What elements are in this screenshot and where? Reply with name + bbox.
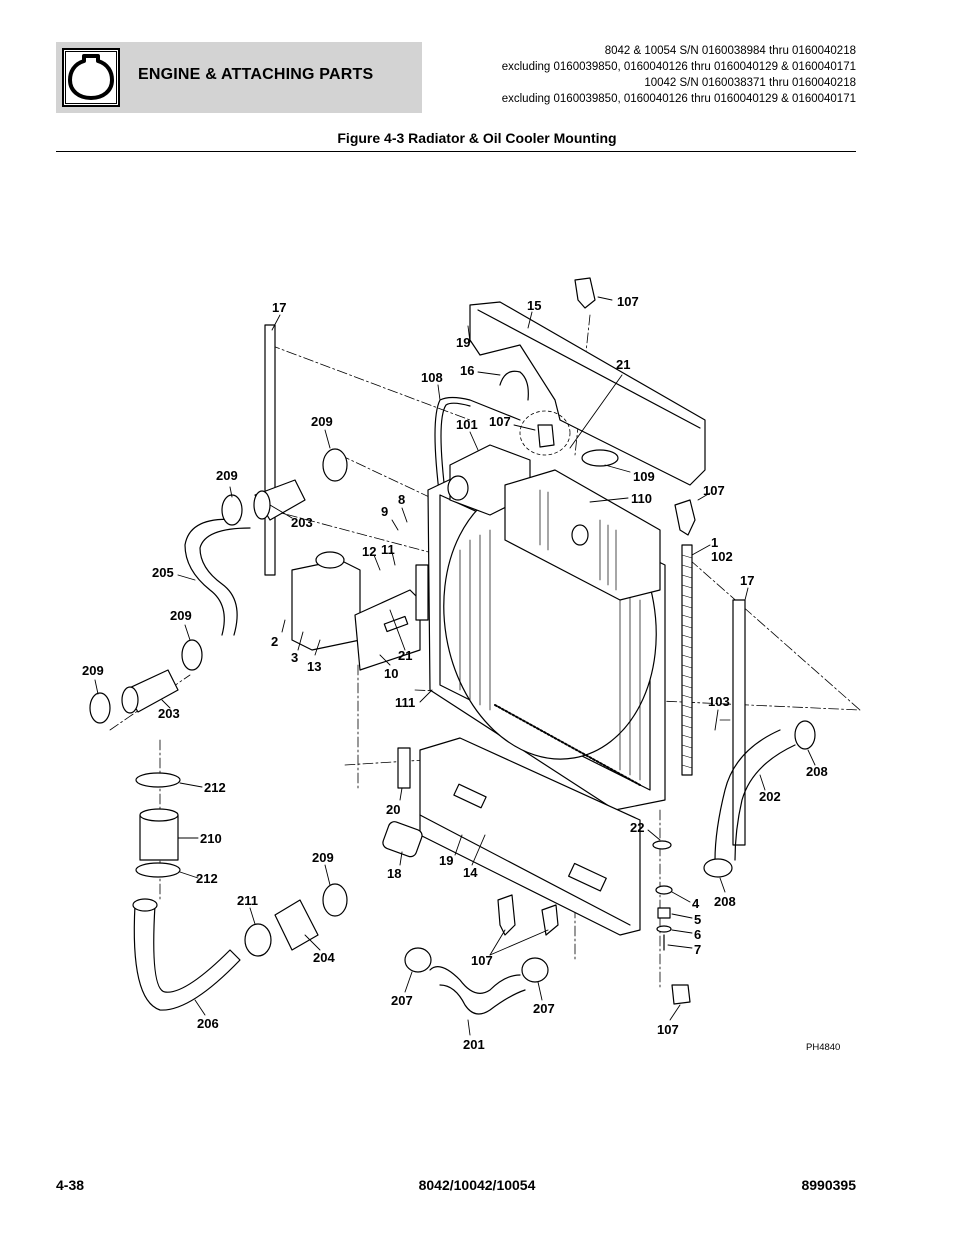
callout-label: 18 xyxy=(387,866,401,881)
callout-label: 14 xyxy=(463,865,478,880)
applicability-line: 10042 S/N 0160038371 thru 0160040218 xyxy=(644,77,856,89)
callout-label: 212 xyxy=(204,780,226,795)
callout-label: 12 xyxy=(362,544,376,559)
callout-label: 13 xyxy=(307,659,321,674)
callout-label: 207 xyxy=(391,993,413,1008)
callout-label: 21 xyxy=(616,357,630,372)
callout-label: 208 xyxy=(806,764,828,779)
callout-label: 111 xyxy=(395,695,415,710)
callout-label: 16 xyxy=(460,363,474,378)
callout-label: 107 xyxy=(617,294,639,309)
callout-label: 17 xyxy=(272,300,286,315)
callout-label: 103 xyxy=(708,694,730,709)
callout-label: 209 xyxy=(311,414,333,429)
callout-label: 209 xyxy=(312,850,334,865)
callout-label: 201 xyxy=(463,1037,485,1052)
callout-label: 209 xyxy=(216,468,238,483)
callout-label: 208 xyxy=(714,894,736,909)
footer-models: 8042/10042/10054 xyxy=(418,1177,536,1193)
callout-label: 212 xyxy=(196,871,218,886)
callout-label: 19 xyxy=(439,853,453,868)
section-title: ENGINE & ATTACHING PARTS xyxy=(138,66,374,83)
callout-label: 107 xyxy=(471,953,493,968)
callout-label: 211 xyxy=(237,893,258,908)
callout-label: 209 xyxy=(82,663,104,678)
callout-label: 3 xyxy=(291,650,298,665)
callout-label: 209 xyxy=(170,608,192,623)
callout-label: 203 xyxy=(291,515,313,530)
applicability-line: excluding 0160039850, 0160040126 thru 01… xyxy=(501,93,856,105)
serial-applicability: 8042 & 10054 S/N 0160038984 thru 0160040… xyxy=(502,43,856,107)
manual-number: 8990395 xyxy=(801,1177,856,1193)
applicability-line: 8042 & 10054 S/N 0160038984 thru 0160040… xyxy=(604,45,856,57)
callout-label: 205 xyxy=(152,565,174,580)
figure-title: Figure 4-3 Radiator & Oil Cooler Mountin… xyxy=(337,130,617,146)
callout-label: 207 xyxy=(533,1001,555,1016)
illustration-code: PH4840 xyxy=(806,1042,840,1053)
callout-label: 204 xyxy=(313,950,335,965)
callout-label: 1 xyxy=(711,535,718,550)
callout-label: 11 xyxy=(381,542,395,557)
callout-label: 210 xyxy=(200,831,222,846)
callout-label: 20 xyxy=(386,802,400,817)
callout-label: 108 xyxy=(421,370,443,385)
callout-label: 206 xyxy=(197,1016,219,1031)
callout-label: 202 xyxy=(759,789,781,804)
header-rule xyxy=(56,151,856,152)
callout-label: 109 xyxy=(633,469,655,484)
callout-label: 107 xyxy=(703,483,725,498)
section-header-box: ENGINE & ATTACHING PARTS xyxy=(56,42,422,113)
callout-label: 107 xyxy=(489,414,511,429)
callout-label: 203 xyxy=(158,706,180,721)
callout-label: 102 xyxy=(711,549,733,564)
callout-label: 5 xyxy=(694,912,701,927)
callout-label: 2 xyxy=(271,634,278,649)
callout-label: 7 xyxy=(694,942,701,957)
callout-label: 21 xyxy=(398,648,412,663)
applicability-line: excluding 0160039850, 0160040126 thru 01… xyxy=(501,61,856,73)
callout-label: 4 xyxy=(692,896,700,911)
callout-label: 9 xyxy=(381,504,388,519)
callout-label: 107 xyxy=(657,1022,679,1037)
callout-label: 6 xyxy=(694,927,701,942)
callout-label: 17 xyxy=(740,573,754,588)
callout-label: 8 xyxy=(398,492,405,507)
callout-label: 110 xyxy=(631,491,652,506)
callout-label: 15 xyxy=(527,298,541,313)
callout-label: 10 xyxy=(384,666,398,681)
callout-label: 101 xyxy=(456,417,478,432)
callout-label: 22 xyxy=(630,820,644,835)
callout-label: 19 xyxy=(456,335,470,350)
engine-icon xyxy=(62,48,120,107)
page-number: 4-38 xyxy=(56,1177,85,1193)
